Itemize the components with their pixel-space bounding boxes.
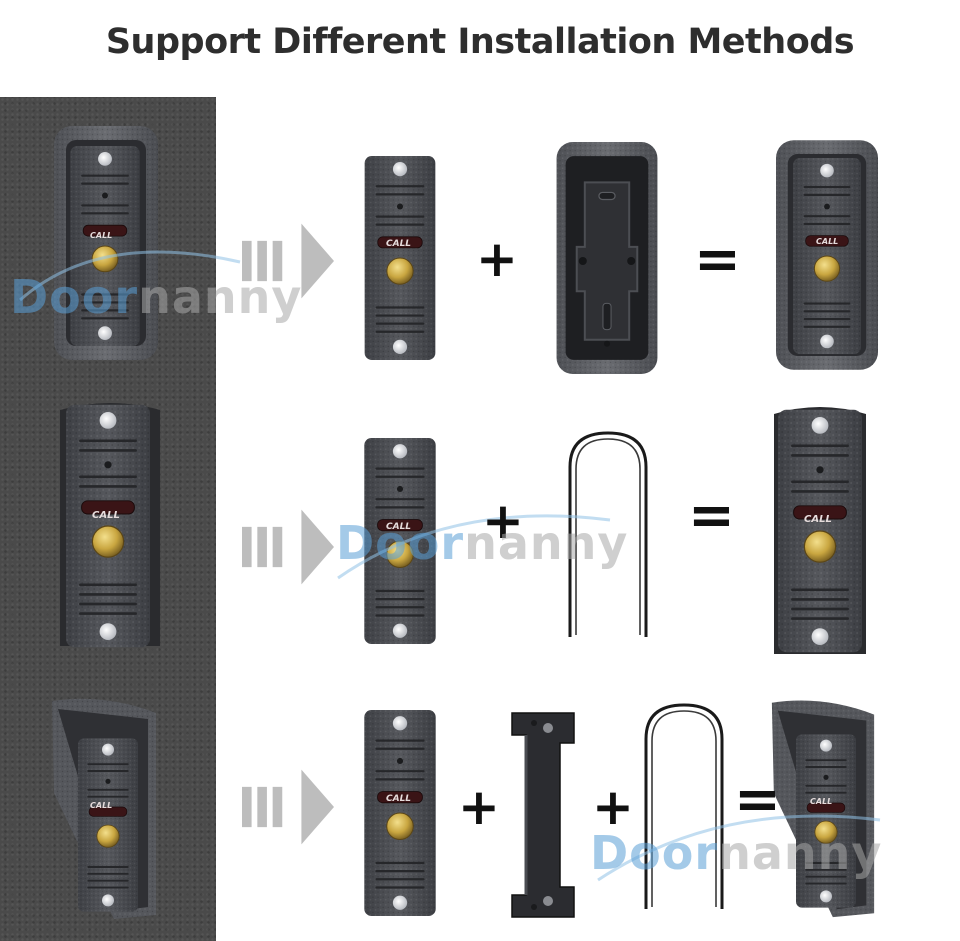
arrow-right-icon	[242, 509, 334, 585]
call-label: CALL	[92, 510, 120, 521]
plus-icon: +	[476, 230, 518, 288]
arrow-right-icon	[242, 769, 334, 845]
assembled-angled-unit	[771, 700, 875, 918]
call-label: CALL	[816, 237, 839, 246]
mounting-box	[556, 142, 658, 374]
angle-bracket	[510, 711, 576, 919]
equals-icon: =	[734, 767, 781, 832]
equals-icon: =	[688, 483, 735, 548]
assembled-surface-unit	[776, 140, 878, 370]
call-label: CALL	[810, 797, 833, 806]
watermark: Doornanny	[336, 516, 629, 570]
example-recessed-mount	[60, 403, 160, 648]
example-surface-mount	[54, 126, 158, 360]
call-label: CALL	[386, 794, 412, 804]
call-label: CALL	[90, 231, 113, 240]
doorbell-panel	[364, 710, 436, 916]
call-label: CALL	[804, 514, 832, 525]
call-label: CALL	[386, 522, 412, 532]
doorbell-panel	[364, 156, 436, 360]
equals-icon: =	[694, 227, 741, 292]
call-label: CALL	[386, 239, 412, 249]
watermark: Doornanny	[590, 826, 883, 880]
plus-icon: +	[458, 778, 500, 836]
page-title: Support Different Installation Methods	[105, 22, 855, 62]
assembled-recessed-unit	[774, 407, 866, 654]
watermark-swoosh	[19, 250, 881, 882]
watermark: Doornanny	[10, 270, 303, 324]
plus-icon: +	[592, 778, 634, 836]
call-label: CALL	[90, 801, 113, 810]
plus-icon: +	[482, 492, 524, 550]
